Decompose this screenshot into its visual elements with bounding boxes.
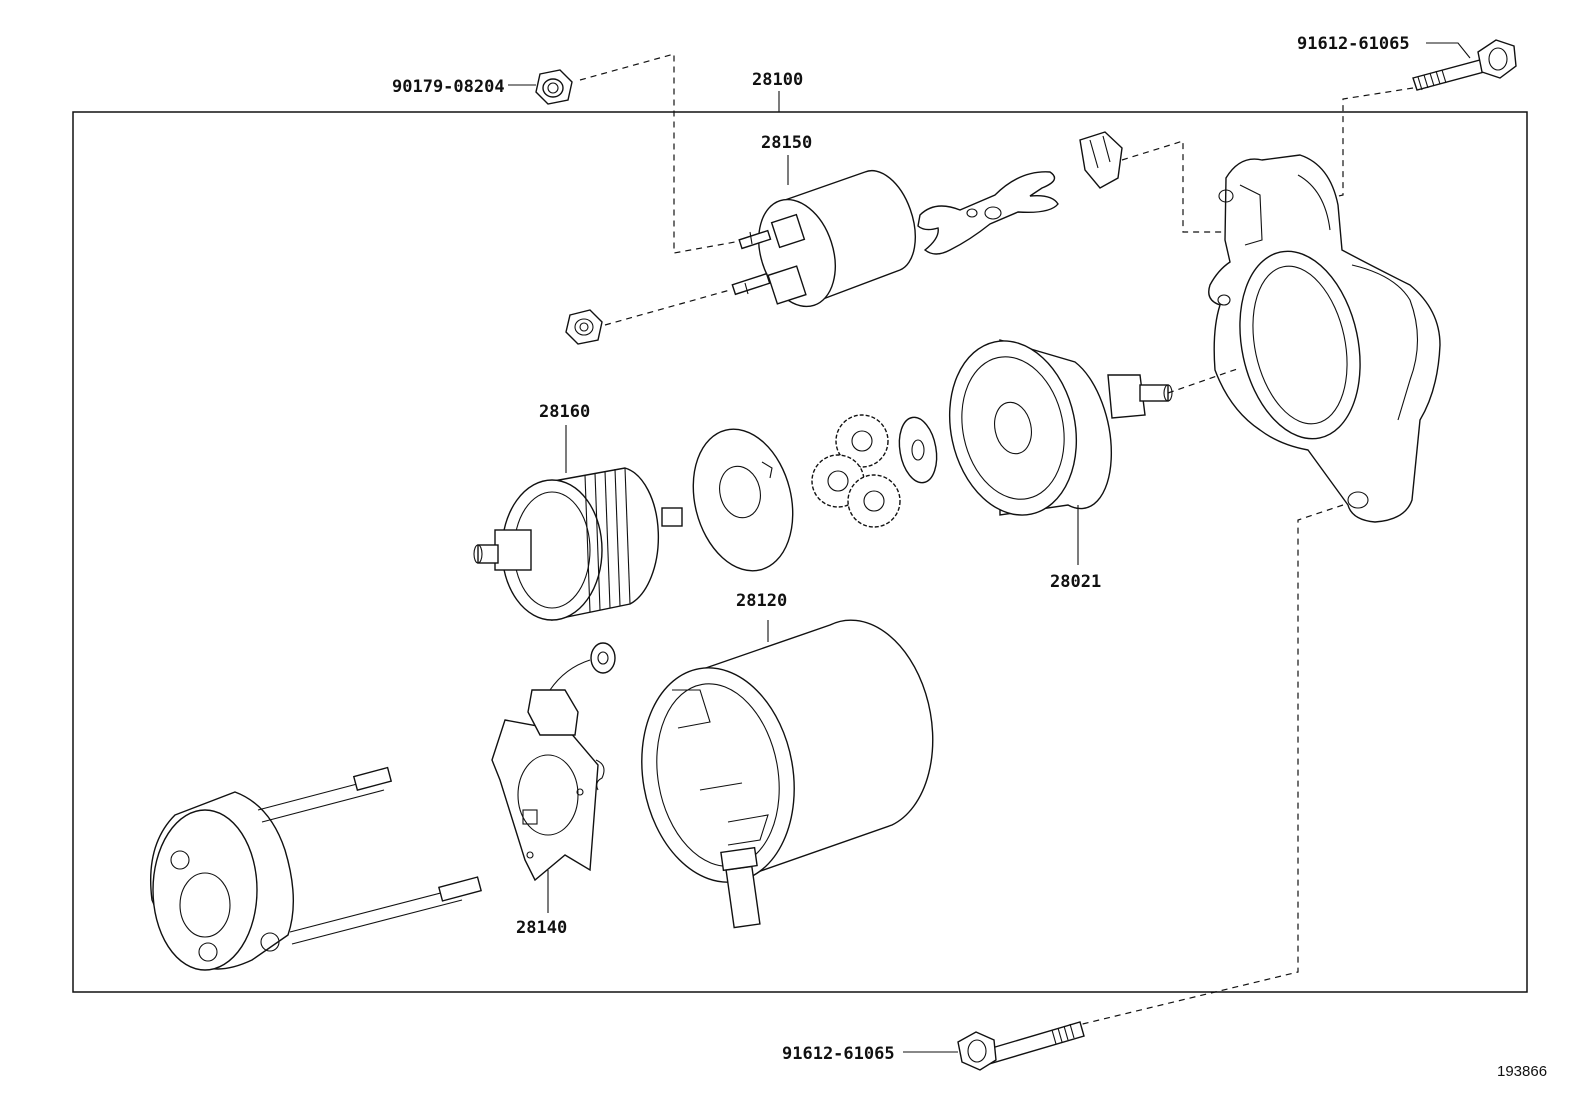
planetary-gears [811, 414, 901, 528]
label-bolt-top[interactable]: 91612-61065 [1297, 34, 1410, 54]
label-28150[interactable]: 28150 [761, 133, 812, 153]
nut-top [535, 69, 573, 105]
part-28021-clutch [948, 339, 1173, 516]
bolt-top-right [1412, 39, 1517, 91]
washer [898, 416, 938, 484]
brush-plug [720, 846, 761, 929]
label-bolt-bottom[interactable]: 91612-61065 [782, 1044, 895, 1064]
part-28120-yoke [641, 619, 934, 883]
label-28021[interactable]: 28021 [1050, 572, 1101, 592]
label-28160[interactable]: 28160 [539, 402, 590, 422]
bolt-bottom [957, 1021, 1085, 1071]
part-28160-armature [473, 467, 683, 621]
label-28100[interactable]: 28100 [752, 70, 803, 90]
drive-housing [1208, 154, 1441, 523]
assembly-frame [72, 111, 1528, 993]
figure-number: 193866 [1497, 1063, 1547, 1080]
label-28140[interactable]: 28140 [516, 918, 567, 938]
internal-gear-plate [692, 428, 794, 572]
label-nut-top[interactable]: 90179-08204 [392, 77, 505, 97]
nut-solenoid [565, 309, 603, 345]
part-28140-brush-holder [491, 642, 616, 882]
label-28120[interactable]: 28120 [736, 591, 787, 611]
rubber-pad [1079, 131, 1123, 189]
end-frame [149, 766, 482, 971]
part-28150-solenoid [731, 169, 916, 308]
drive-lever [917, 171, 1059, 255]
